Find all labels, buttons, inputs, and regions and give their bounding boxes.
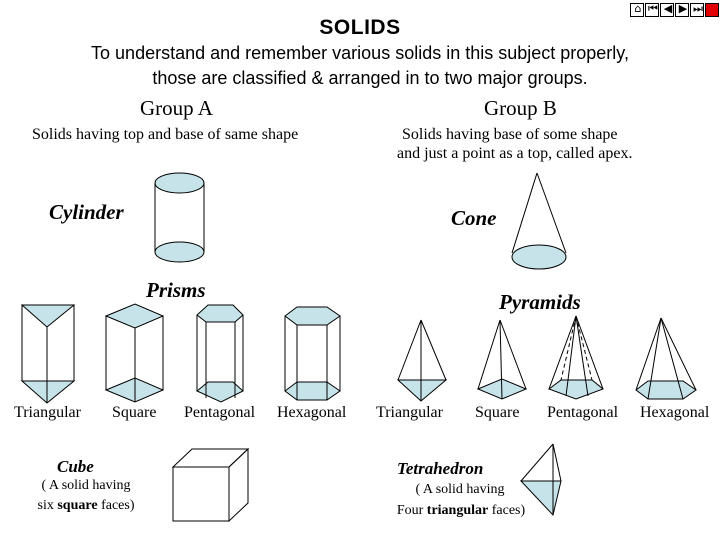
pentagonal-prism-drawing bbox=[196, 304, 244, 403]
prism-label-square: Square bbox=[112, 404, 157, 421]
cylinder-label: Cylinder bbox=[49, 200, 124, 224]
previous-icon[interactable]: ◀ bbox=[660, 2, 674, 17]
cube-note-line-1: ( A solid having bbox=[41, 478, 131, 493]
square-pyramid-drawing bbox=[476, 319, 528, 400]
pyramid-label-pentagonal: Pentagonal bbox=[547, 404, 619, 421]
tetrahedron-note-line-2: Four triangular faces) bbox=[396, 503, 526, 518]
cylinder-drawing bbox=[154, 172, 205, 263]
cube-label: Cube bbox=[57, 457, 94, 476]
home-icon[interactable]: ⌂ bbox=[630, 2, 644, 17]
tetrahedron-drawing bbox=[519, 443, 562, 517]
pyramids-label: Pyramids bbox=[499, 290, 581, 314]
prism-label-triangular: Triangular bbox=[14, 404, 81, 421]
last-icon[interactable]: ⏭ bbox=[690, 2, 704, 17]
end-icon[interactable] bbox=[705, 3, 719, 17]
intro-line-1: To understand and remember various solid… bbox=[91, 43, 629, 63]
tetrahedron-note-line-1: ( A solid having bbox=[415, 482, 505, 497]
prism-label-pentagonal: Pentagonal bbox=[184, 404, 256, 421]
next-icon[interactable]: ▶ bbox=[675, 2, 689, 17]
page-title: SOLIDS bbox=[319, 16, 401, 39]
cube-drawing bbox=[171, 447, 250, 523]
tetrahedron-label: Tetrahedron bbox=[397, 459, 484, 478]
pyramid-label-hexagonal: Hexagonal bbox=[640, 404, 710, 421]
pentagonal-pyramid-drawing bbox=[547, 315, 604, 400]
group-b-heading: Group B bbox=[484, 96, 557, 120]
hexagonal-pyramid-drawing bbox=[635, 317, 697, 400]
group-b-description-line-1: Solids having base of some shape bbox=[402, 126, 618, 143]
pyramid-label-square: Square bbox=[475, 404, 520, 421]
prism-label-hexagonal: Hexagonal bbox=[277, 404, 347, 421]
triangular-prism-drawing bbox=[20, 304, 76, 404]
prisms-label: Prisms bbox=[146, 278, 206, 302]
cube-note-line-2: six square faces) bbox=[37, 498, 135, 513]
square-prism-drawing bbox=[104, 303, 165, 403]
first-icon[interactable]: ⏮ bbox=[645, 2, 659, 17]
group-b-description-line-2: and just a point as a top, called apex. bbox=[397, 145, 633, 162]
group-a-heading: Group A bbox=[140, 96, 213, 120]
pyramid-label-triangular: Triangular bbox=[376, 404, 443, 421]
triangular-pyramid-drawing bbox=[396, 319, 448, 402]
cone-label: Cone bbox=[451, 206, 497, 230]
hexagonal-prism-drawing bbox=[284, 306, 341, 401]
cone-drawing bbox=[511, 172, 567, 270]
intro-line-2: those are classified & arranged in to tw… bbox=[152, 68, 588, 88]
group-a-description: Solids having top and base of same shape bbox=[32, 126, 299, 143]
slide-navigation: ⌂ ⏮ ◀ ▶ ⏭ bbox=[630, 2, 719, 17]
